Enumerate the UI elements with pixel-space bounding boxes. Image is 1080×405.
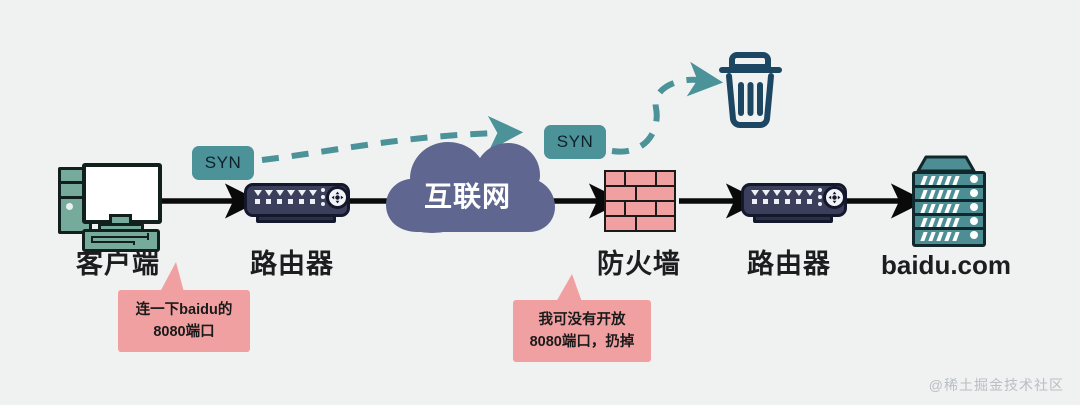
syn-packet-badge-1: SYN: [192, 146, 254, 180]
client-callout: 连一下baidu的 8080端口: [118, 290, 250, 352]
syn-packet-label: SYN: [556, 132, 594, 151]
cloud-icon: [386, 142, 555, 233]
internet-cloud-label: 互联网: [424, 181, 512, 212]
router-signal-icon: [823, 186, 846, 209]
desktop-computer-icon: [58, 163, 162, 252]
firewall-callout: 我可没有开放 8080端口，扔掉: [513, 300, 651, 362]
router-icon: [741, 183, 847, 223]
firewall-callout-line-1: 我可没有开放: [538, 311, 626, 328]
syn-packet-badge-2: SYN: [544, 125, 606, 159]
watermark: @稀土掘金技术社区: [928, 377, 1064, 393]
label-firewall: 防火墙: [597, 249, 681, 279]
flow-syn-discard: [611, 61, 724, 155]
syn-packet-label: SYN: [204, 153, 242, 172]
label-client: 客户端: [76, 249, 160, 279]
pc-keyboard: [82, 229, 160, 252]
router-signal-icon: [326, 186, 349, 209]
router-icon: [244, 183, 350, 223]
label-server: baidu.com: [880, 250, 1012, 280]
client-callout-line-1: 连一下baidu的: [135, 301, 233, 318]
firewall-callout-tail: [556, 274, 582, 302]
label-router-1: 路由器: [250, 249, 334, 279]
brick-wall-icon: [604, 170, 676, 235]
trash-can-icon: [719, 52, 782, 128]
pc-monitor: [82, 163, 162, 224]
client-callout-tail: [160, 262, 184, 292]
server-rack-icon: [906, 155, 986, 247]
label-router-2: 路由器: [747, 249, 831, 279]
firewall-callout-line-2: 8080端口，扔掉: [529, 334, 635, 350]
client-callout-line-2: 8080端口: [153, 324, 215, 340]
